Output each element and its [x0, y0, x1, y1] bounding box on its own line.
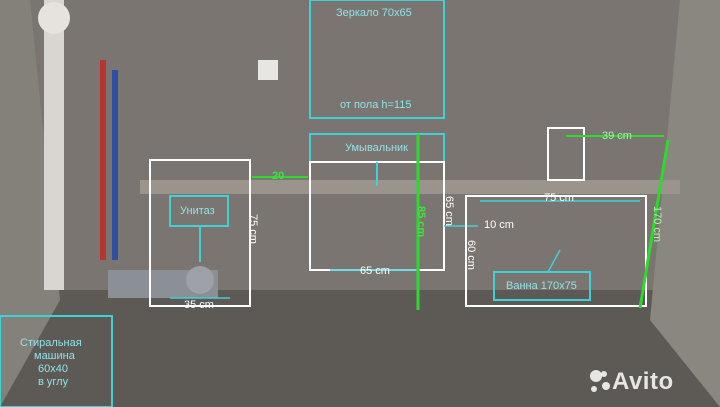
- avito-logo-dot-4: [601, 371, 607, 377]
- dim-75cm-bath-label: 75 cm: [544, 192, 574, 204]
- outlet-box: [547, 127, 585, 181]
- pipe-cap: [38, 2, 70, 34]
- dim-39cm-label: 39 cm: [602, 130, 632, 142]
- mirror-label: Зеркало 70х65: [336, 7, 412, 19]
- dim-35cm-label: 35 cm: [184, 299, 214, 311]
- right-wall: [650, 0, 720, 407]
- dim-170-line: [638, 139, 670, 309]
- dim-170cm-label: 170 cm: [651, 206, 663, 243]
- washer-label-2: машина: [34, 350, 75, 362]
- avito-logo-dot-1: [590, 370, 602, 382]
- toilet-label: Унитаз: [180, 205, 215, 217]
- dim-60cm-label: 60 cm: [465, 240, 477, 270]
- dim-10cm-label: 10 cm: [484, 219, 514, 231]
- sink-label: Умывальник: [345, 142, 408, 154]
- bath-label-box: [493, 271, 591, 301]
- vertical-pipe: [44, 0, 64, 290]
- left-wall: [0, 0, 60, 407]
- washer-outline: [0, 315, 113, 407]
- dim-65cm-sink-w-label: 65 cm: [360, 265, 390, 277]
- avito-logo-dot-2: [602, 382, 610, 390]
- wall: [0, 0, 720, 300]
- mirror-outline: [309, 0, 445, 119]
- bath-label: Ванна 170х75: [506, 280, 577, 292]
- dim-65cm-sink-h-label: 65 cm: [443, 196, 455, 226]
- dim-85cm-label: 85 cm: [415, 206, 427, 238]
- washer-label-4: в углу: [38, 376, 69, 388]
- brick-strip: [140, 180, 680, 194]
- toilet-drain: [186, 266, 214, 294]
- blue-pipe: [112, 70, 118, 260]
- bath-outline: [465, 195, 647, 307]
- washer-label-3: 60х40: [38, 363, 68, 375]
- mirror-height-label: от пола h=115: [340, 99, 412, 111]
- avito-logo-dot-3: [591, 386, 597, 392]
- dim-75cm-toilet-label: 75 cm: [247, 214, 259, 244]
- toilet-area-outline: [149, 159, 251, 307]
- floor: [0, 290, 720, 407]
- red-pipe: [100, 60, 106, 260]
- washer-label-1: Стиральная: [20, 337, 82, 349]
- avito-watermark: Avito: [612, 368, 674, 395]
- bath-pointer-line: [547, 249, 561, 273]
- wall-socket: [258, 60, 278, 80]
- dim-20-label: 20: [272, 170, 285, 182]
